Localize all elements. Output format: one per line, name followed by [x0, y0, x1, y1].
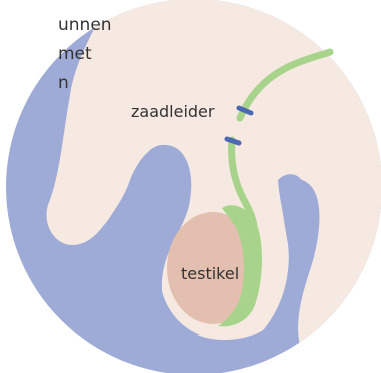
- vas-deferens-lower: [228, 136, 258, 244]
- right-tissue-band: [240, 174, 310, 352]
- skin-region: [46, 0, 381, 345]
- label-zaadleider: zaadleider: [131, 102, 215, 121]
- inner-tissue-fold: [138, 144, 200, 335]
- testis: [167, 212, 259, 324]
- upper-ligature-clip: [236, 105, 254, 116]
- label-testikel: testikel: [181, 264, 239, 283]
- partial-text-line-1: unnen: [58, 15, 112, 35]
- partial-text-line-2: met: [58, 44, 92, 64]
- vas-deferens-upper: [236, 48, 334, 122]
- lower-ligature-clip: [224, 136, 242, 146]
- partial-text-line-3: n: [58, 73, 69, 93]
